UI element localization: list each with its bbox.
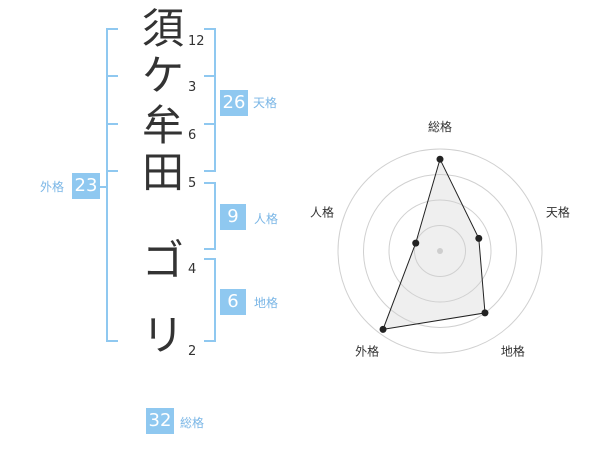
radar-point-1 [436, 155, 444, 163]
gaikaku-bracket-tick-1 [106, 75, 118, 77]
stroke-count-4: 5 [188, 176, 197, 191]
soukaku-value: 32 [146, 408, 174, 434]
stroke-count-2: 3 [188, 80, 197, 95]
gaikaku-bracket-tick-2 [106, 123, 118, 125]
jinkaku-bracket-vertical [214, 182, 216, 250]
name-char-5: ゴ [141, 236, 184, 285]
name-char-6: リ [141, 311, 184, 360]
chikaku-bracket-vertical [214, 258, 216, 342]
stroke-count-1: 12 [188, 34, 205, 49]
name-char-4: 田 [141, 148, 184, 197]
radar-axis-label-5: 人格 [310, 205, 334, 220]
soukaku-label: 総格 [180, 416, 205, 430]
jinkaku-value: 9 [220, 204, 246, 230]
radar-rings [337, 148, 543, 354]
gaikaku-bracket-bottom [106, 340, 118, 342]
radar-axis-label-1: 総格 [428, 119, 452, 134]
chikaku-bracket-bottom [204, 340, 216, 342]
radar-ring-3 [363, 174, 517, 328]
stroke-count-5: 4 [188, 262, 197, 277]
chikaku-label: 地格 [254, 296, 279, 310]
name-char-2: ケ [141, 51, 184, 100]
stroke-count-3: 6 [188, 128, 197, 143]
gaikaku-value: 23 [72, 173, 100, 199]
gaikaku-bracket-connector [100, 186, 108, 188]
jinkaku-bracket-bottom [204, 248, 216, 250]
radar-axis-label-3: 地格 [501, 343, 525, 358]
gaikaku-bracket-top [106, 28, 118, 30]
jinkaku-label: 人格 [254, 212, 279, 226]
gaikaku-bracket-tick-3 [106, 170, 118, 172]
tenkaku-label: 天格 [253, 96, 278, 110]
tenkaku-bracket-tick-1 [204, 75, 216, 77]
radar-ring-1 [414, 225, 466, 277]
tenkaku-value: 26 [220, 90, 248, 116]
gaikaku-label: 外格 [40, 180, 65, 194]
stroke-count-6: 2 [188, 344, 197, 359]
chikaku-bracket-top [204, 258, 216, 260]
radar-point-4 [379, 325, 387, 333]
tenkaku-bracket-bottom [204, 170, 216, 172]
radar-ring-2 [388, 199, 492, 303]
tenkaku-bracket-tick-2 [204, 123, 216, 125]
name-char-3: 牟 [141, 101, 184, 150]
radar-ring-4 [337, 148, 543, 354]
radar-axis-label-2: 天格 [546, 205, 570, 220]
radar-series-area [382, 157, 486, 331]
radar-points [379, 155, 489, 333]
jinkaku-bracket-top [204, 182, 216, 184]
radar-point-2 [475, 234, 483, 242]
radar-point-3 [481, 309, 489, 317]
radar-axis-label-4: 外格 [355, 343, 379, 358]
tenkaku-bracket-top [204, 28, 216, 30]
radar-point-5 [412, 239, 420, 247]
name-char-1: 須 [141, 4, 184, 53]
tenkaku-bracket-vertical [214, 28, 216, 172]
chikaku-value: 6 [220, 289, 246, 315]
radar-center [437, 248, 443, 254]
gaikaku-bracket-vertical [106, 28, 108, 342]
